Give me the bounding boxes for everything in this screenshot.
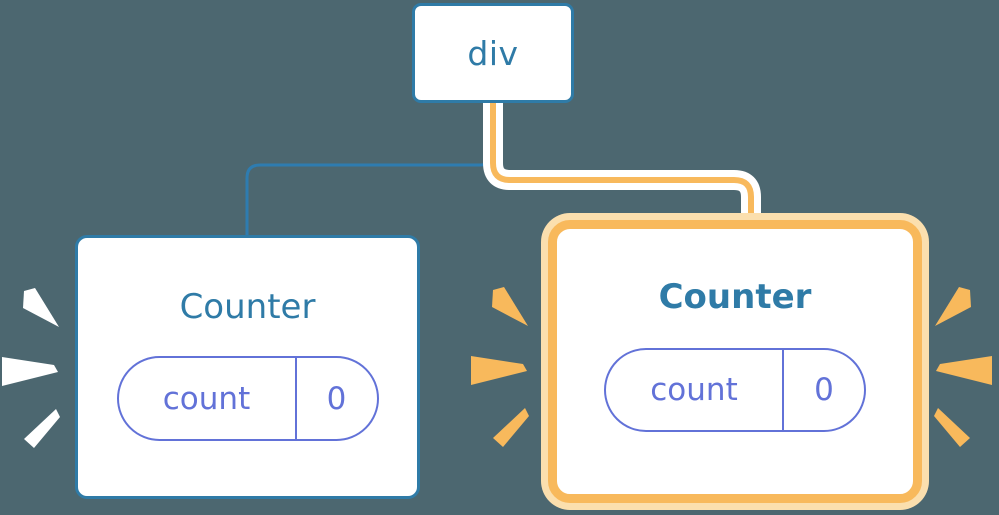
sparkle-ray-middle bbox=[936, 356, 992, 385]
sparkle-burst-middle-orange bbox=[466, 282, 530, 452]
sparkle-ray-lower bbox=[24, 409, 60, 448]
node-counter-left-title: Counter bbox=[179, 287, 316, 327]
node-counter-left[interactable]: Counter count 0 bbox=[75, 235, 420, 499]
sparkle-ray-lower bbox=[493, 408, 529, 447]
sparkle-ray-upper bbox=[492, 287, 528, 326]
node-counter-right-title: Counter bbox=[658, 277, 812, 317]
sparkle-ray-lower bbox=[934, 408, 970, 447]
sparkle-ray-middle bbox=[2, 357, 58, 386]
state-pill-right: count 0 bbox=[604, 348, 866, 432]
sparkle-ray-upper bbox=[23, 288, 59, 327]
state-key-left: count bbox=[162, 380, 251, 417]
sparkle-burst-right-orange bbox=[933, 282, 997, 452]
connector-div-to-counter-right-halo bbox=[483, 103, 761, 236]
node-counter-right[interactable]: Counter count 0 bbox=[548, 220, 922, 503]
state-value-left: 0 bbox=[294, 358, 377, 439]
connector-div-to-counter-right bbox=[490, 103, 754, 236]
node-div[interactable]: div bbox=[412, 3, 574, 103]
sparkle-burst-left-white bbox=[2, 283, 66, 453]
state-key-right: count bbox=[650, 372, 738, 408]
sparkle-ray-middle bbox=[471, 356, 527, 385]
sparkle-ray-upper bbox=[935, 287, 971, 326]
connector-div-to-counter-left bbox=[245, 101, 495, 238]
node-div-label: div bbox=[467, 33, 519, 73]
state-pill-left: count 0 bbox=[116, 356, 379, 441]
state-value-right: 0 bbox=[782, 350, 864, 430]
